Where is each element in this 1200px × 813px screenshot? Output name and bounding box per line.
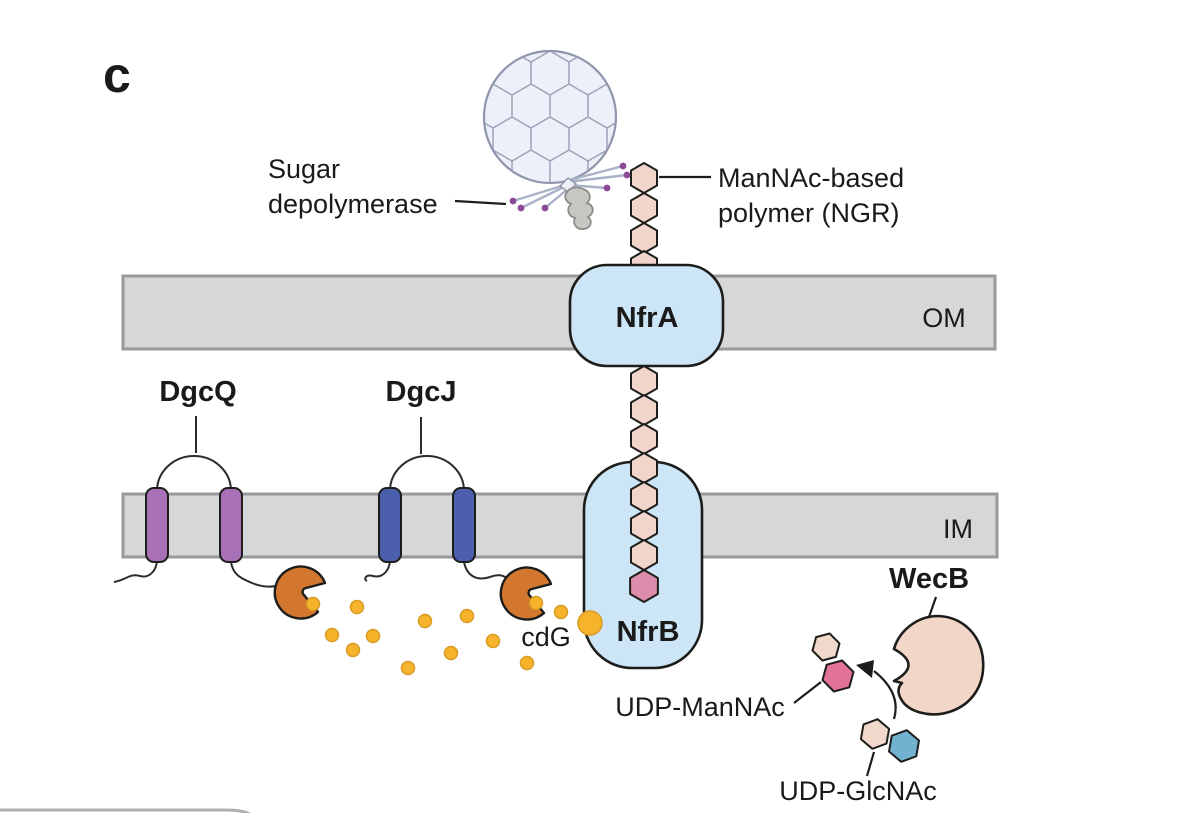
sugar-depolymerase-label-line1: Sugar	[268, 154, 340, 184]
polymer-label-line1: ManNAc-based	[718, 163, 904, 193]
dgcj-label: DgcJ	[386, 376, 457, 408]
im-label: IM	[943, 514, 973, 544]
phage-tail-hub	[558, 177, 578, 193]
outer-membrane-bar	[121, 274, 997, 351]
polymer-hexagon-chain-lower	[629, 365, 659, 603]
nfra-label: NfrA	[616, 302, 679, 334]
udp-mannac-label: UDP-ManNAc	[615, 692, 785, 722]
cdg-dot	[400, 660, 416, 676]
cdg-dot	[528, 595, 544, 611]
phage-tail	[564, 186, 594, 230]
udp-mannac-leader-line	[793, 681, 822, 704]
udp-glcnac-leader-line	[865, 751, 876, 777]
inner-membrane-bar	[121, 492, 999, 559]
om-label: OM	[922, 303, 966, 333]
dgcj-periplasmic-loop	[389, 455, 465, 492]
cdg-label: cdG	[521, 622, 571, 652]
cdg-dot	[459, 608, 475, 624]
cdg-dot	[365, 628, 381, 644]
cdg-dot	[345, 642, 361, 658]
polymer-hexagon	[630, 539, 658, 571]
polymer-label-line2: polymer (NGR)	[718, 198, 900, 228]
nfrb-label: NfrB	[617, 616, 680, 648]
udp-glcnac-sugar-hexagon	[888, 729, 920, 763]
dgcj-tm-helix-1	[378, 487, 402, 563]
terminal-mannac-hexagon	[629, 569, 659, 603]
dgcq-tm-helix-2	[219, 487, 243, 563]
wecb-label: WecB	[889, 563, 969, 595]
dgcj-enzyme-domain	[499, 566, 553, 621]
polymer-hexagon	[630, 452, 658, 484]
udp-mannac-molecule	[811, 632, 855, 693]
dgcq-tail-right	[230, 561, 282, 588]
polymer-hexagon	[630, 423, 658, 455]
polymer-hexagon	[630, 365, 658, 397]
bottom-left-ui-fragment	[0, 808, 251, 813]
dgcq-label: DgcQ	[159, 376, 236, 408]
polymer-hexagon	[630, 222, 658, 254]
depolymerase-leader-line	[454, 199, 507, 206]
cdg-dot	[305, 596, 321, 612]
nfra-protein	[568, 263, 725, 368]
dgcj-tm-helix-2	[452, 487, 476, 563]
cdg-molecule-dots	[305, 595, 603, 676]
dgcq-enzyme-domain	[273, 565, 327, 620]
udp-glcnac-molecule	[859, 718, 920, 763]
cdg-dot	[443, 645, 459, 661]
dgcj-tail-left	[364, 561, 391, 582]
wecb-enzyme	[892, 614, 985, 716]
phage-fiber-tip-dots	[509, 162, 631, 212]
wecb-leader-line	[927, 596, 938, 618]
dgcq-periplasmic-loop	[156, 455, 232, 492]
conversion-arrow	[873, 670, 897, 720]
udp-glcnac-udp-hexagon	[859, 718, 891, 750]
dgcq-tm-helix-1	[145, 487, 169, 563]
conversion-arrowhead	[856, 660, 874, 678]
cdg-dot	[349, 599, 365, 615]
sugar-depolymerase-label-line2: depolymerase	[268, 189, 438, 219]
polymer-hexagon	[630, 192, 658, 224]
udp-mannac-sugar-hexagon	[821, 659, 855, 693]
polymer-hexagon-chain-upper	[630, 162, 658, 282]
phage-head-facets	[485, 52, 615, 182]
polymer-hexagon	[630, 510, 658, 542]
cdg-dot	[485, 633, 501, 649]
dgcq-tail-left	[113, 561, 158, 583]
udp-mannac-udp-hexagon	[811, 632, 841, 662]
cdg-dot	[519, 655, 535, 671]
cdg-dot	[324, 627, 340, 643]
cdg-dot	[417, 613, 433, 629]
polymer-hexagon	[630, 394, 658, 426]
cdg-dot	[553, 604, 569, 620]
cdg-large-dot	[577, 610, 603, 636]
dgcj-tail-right	[463, 561, 508, 580]
udp-glcnac-label: UDP-GlcNAc	[779, 776, 937, 806]
polymer-hexagon	[630, 481, 658, 513]
panel-label: c	[103, 47, 131, 103]
polymer-hexagon	[630, 162, 658, 194]
